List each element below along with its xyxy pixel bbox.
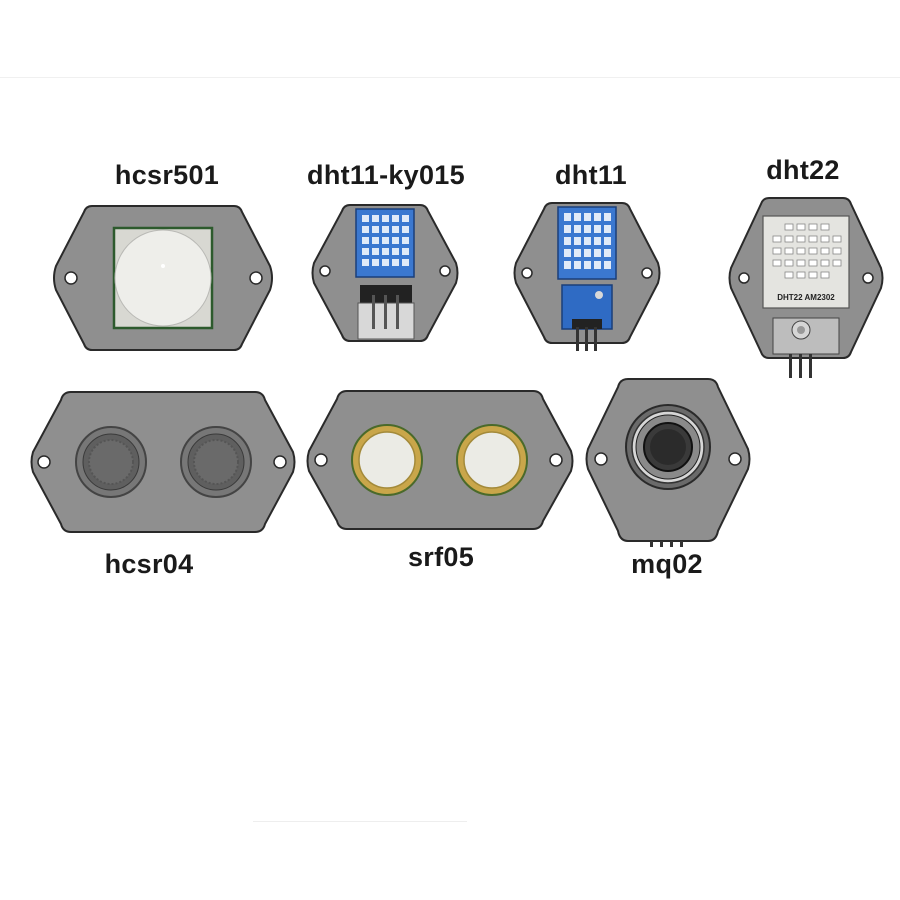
- mq02-mount: [585, 378, 751, 547]
- label-dht11: dht11: [554, 160, 628, 190]
- dht11-ky015-mount: [311, 204, 459, 342]
- label-hcsr04: hcsr04: [104, 549, 194, 579]
- dht11-mount: [513, 202, 661, 351]
- label-dht11-ky015: dht11-ky015: [307, 160, 465, 190]
- label-dht22: dht22: [766, 155, 840, 185]
- label-mq02: mq02: [631, 549, 703, 579]
- label-srf05: srf05: [407, 542, 475, 572]
- dht22-mount: DHT22 AM2302: [728, 197, 884, 378]
- label-hcsr501: hcsr501: [114, 160, 220, 190]
- srf05-mount: [306, 390, 574, 530]
- bottom-divider: [253, 821, 467, 822]
- hcsr04-mount: [30, 391, 296, 533]
- hcsr501-mount: [53, 205, 273, 351]
- top-divider: [0, 77, 900, 78]
- dht22-marking: DHT22 AM2302: [777, 293, 835, 302]
